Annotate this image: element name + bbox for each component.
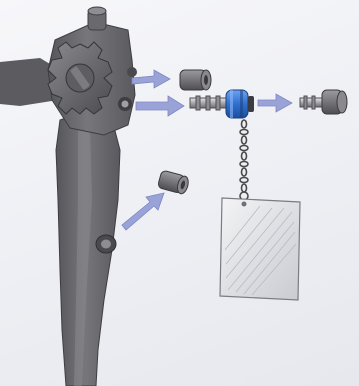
blue-coupler-icon <box>226 90 248 118</box>
lower-port-icon <box>96 235 116 253</box>
valve-connector-icon <box>300 90 347 114</box>
chain-icon <box>240 120 248 200</box>
valve-connector-icon <box>190 90 254 118</box>
hanging-tag-icon <box>220 198 300 300</box>
valve-cap-icon <box>157 170 190 195</box>
top-button-icon <box>88 7 106 30</box>
valve-cap-icon <box>180 70 211 90</box>
